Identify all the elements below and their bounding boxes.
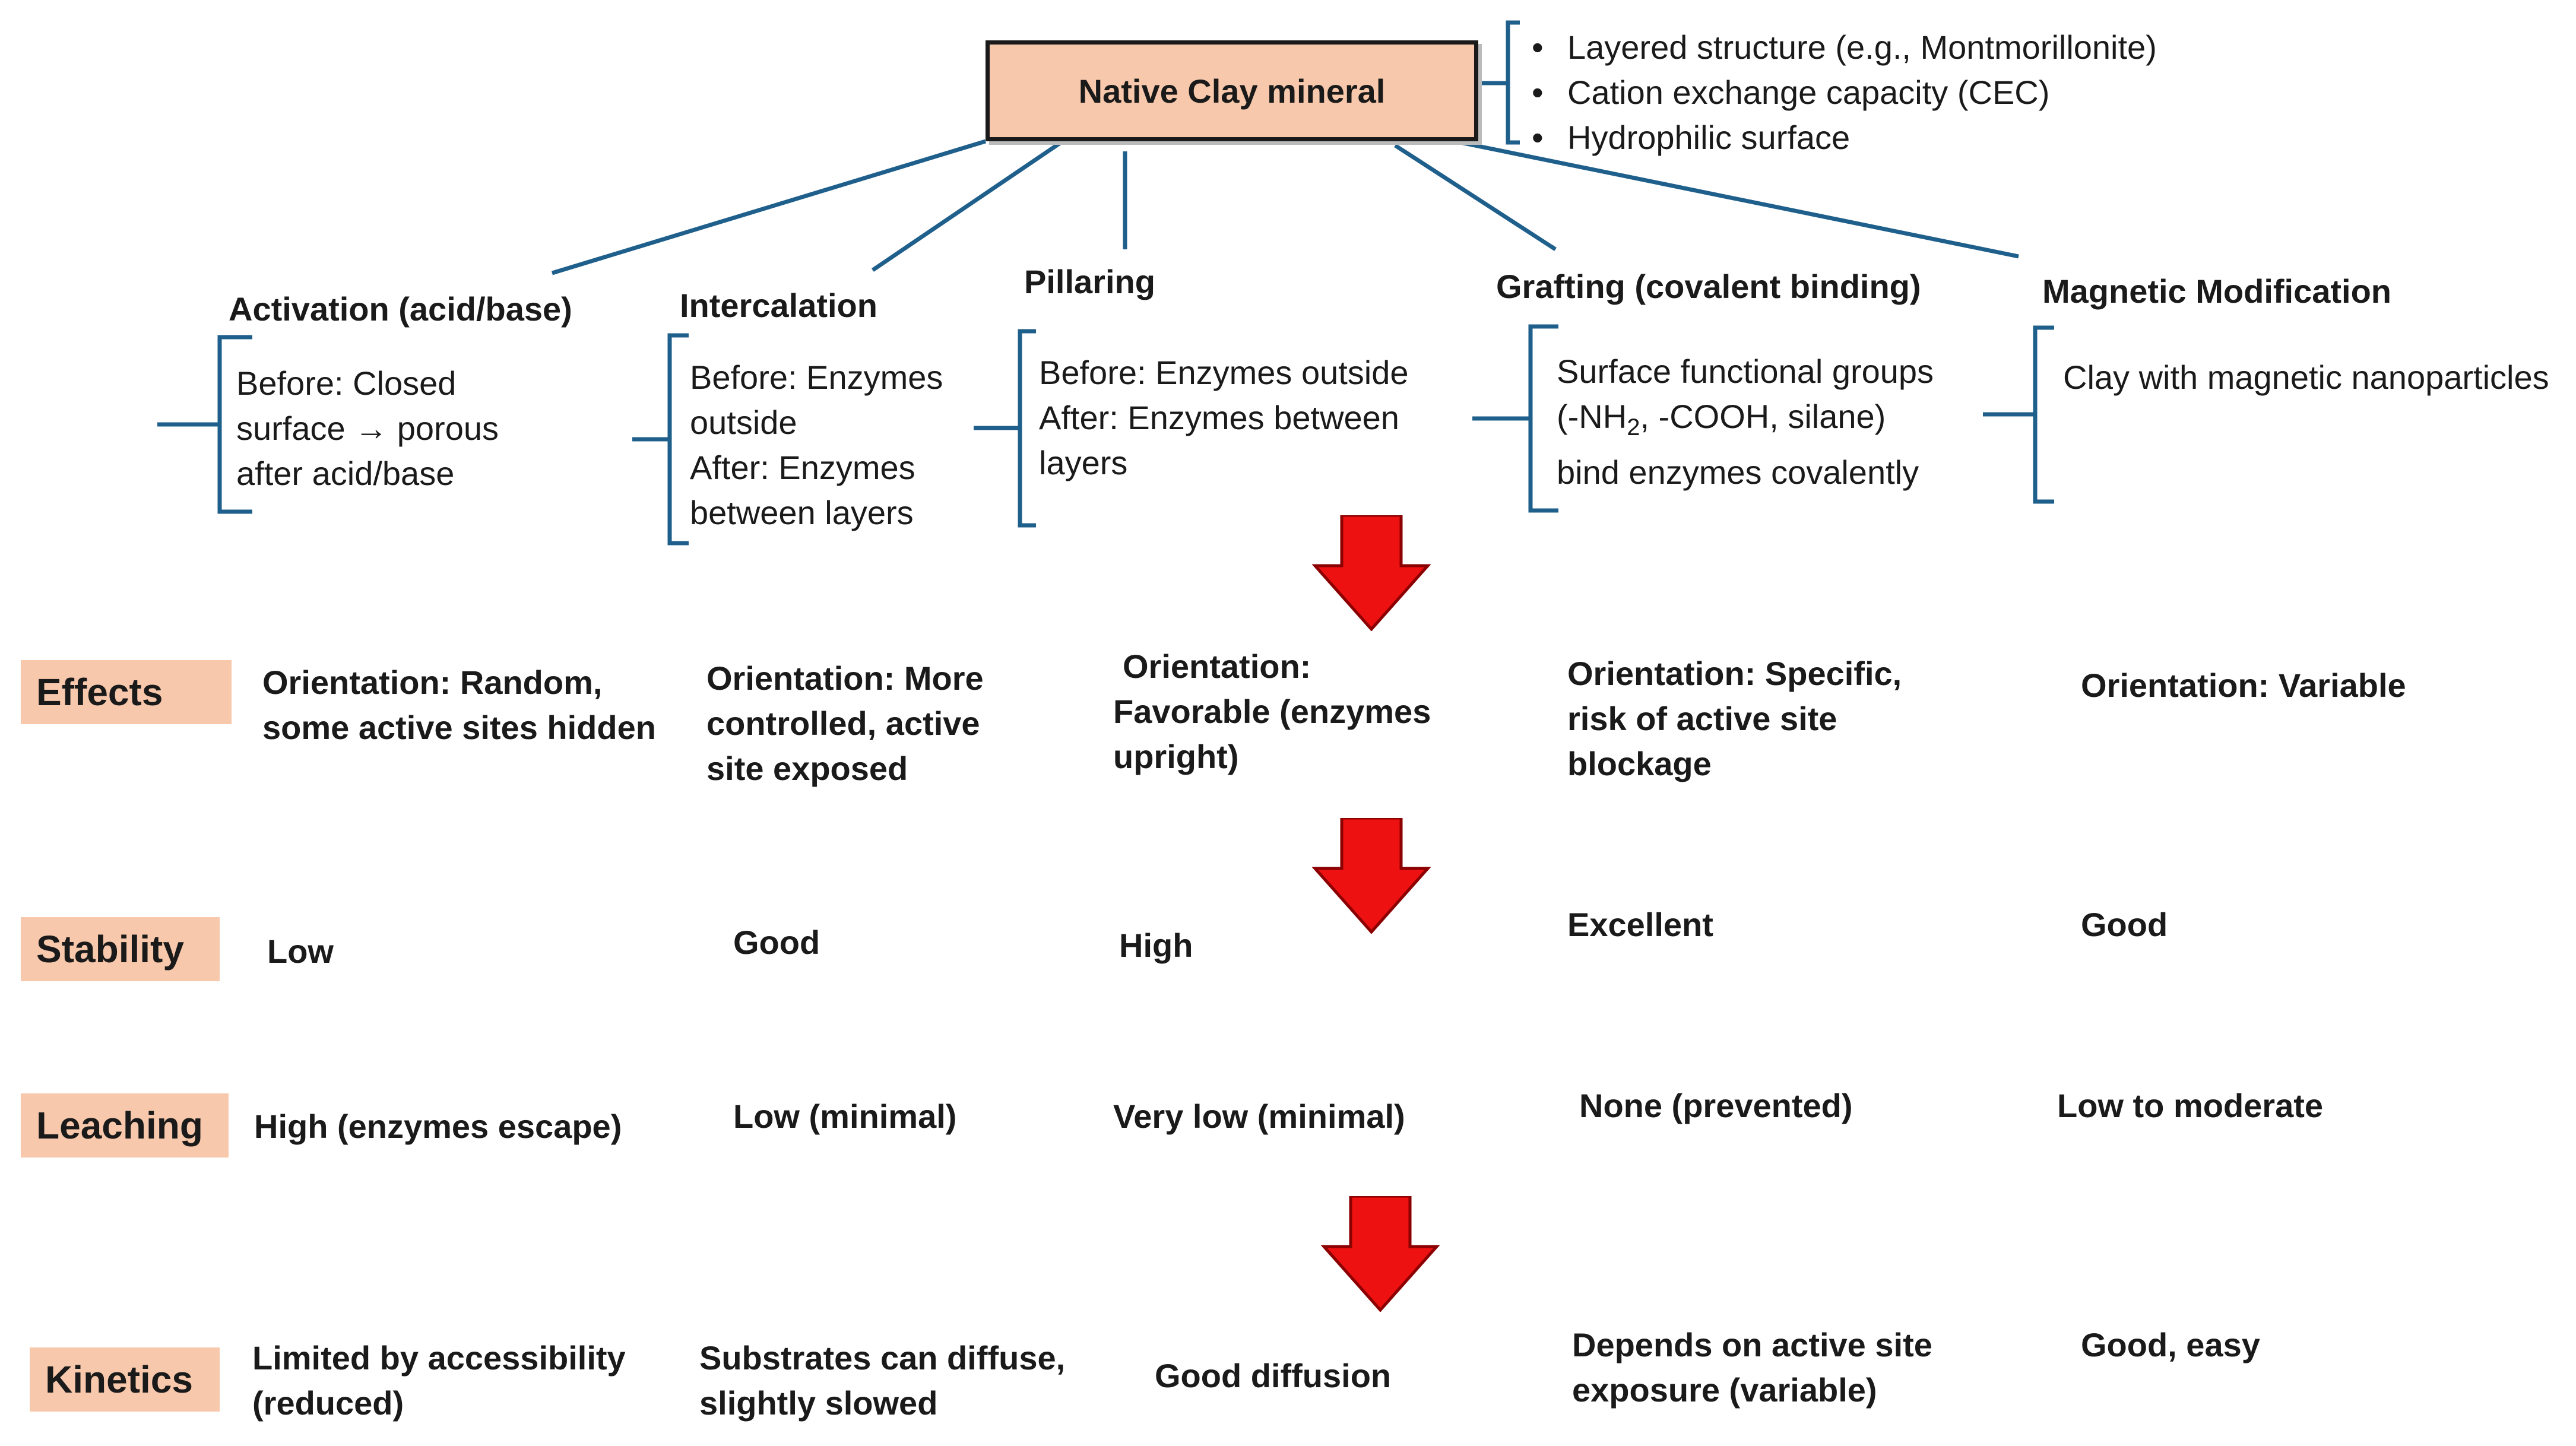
row-label-kinetics: Kinetics — [30, 1347, 220, 1412]
bracket-grafting — [1472, 324, 1558, 513]
property-item: Hydrophilic surface — [1532, 115, 2157, 160]
method-desc-activation: Before: Closed surface → porous after ac… — [236, 364, 499, 492]
stability-cell-intercalation: Good — [733, 924, 820, 961]
leaching-cell-intercalation: Low (minimal) — [733, 1098, 957, 1135]
property-item: Layered structure (e.g., Montmorillonite… — [1532, 25, 2157, 70]
kinetics-cell-grafting: Depends on active site exposure (variabl… — [1572, 1326, 1932, 1409]
stability-cell-activation: Low — [267, 933, 334, 970]
kinetics-cell-magnetic: Good, easy — [2081, 1326, 2260, 1363]
row-label-effects: Effects — [21, 660, 232, 724]
bracket-intercalation — [632, 333, 689, 546]
leaching-cell-grafting: None (prevented) — [1579, 1087, 1853, 1124]
bracket-pillaring — [974, 329, 1036, 528]
method-title-magnetic: Magnetic Modification — [2042, 272, 2391, 310]
arrow-to-intercalation — [872, 139, 1064, 272]
down-arrow-3 — [1321, 1196, 1440, 1312]
kinetics-cell-pillaring: Good diffusion — [1155, 1357, 1392, 1394]
row-label-leaching: Leaching — [21, 1093, 229, 1158]
method-desc-magnetic: Clay with magnetic nanoparticles — [2063, 359, 2549, 396]
method-desc-grafting: Surface functional groups (-NH2, -COOH, … — [1557, 353, 1934, 491]
method-title-pillaring: Pillaring — [1024, 263, 1155, 300]
leaching-cell-pillaring: Very low (minimal) — [1113, 1098, 1405, 1135]
method-desc-intercalation: Before: Enzymes outside After: Enzymes b… — [690, 359, 943, 531]
effects-cell-pillaring: Orientation: Favorable (enzymes upright) — [1113, 648, 1431, 775]
effects-cell-magnetic: Orientation: Variable — [2081, 667, 2406, 704]
bracket-activation — [157, 335, 252, 514]
method-title-grafting: Grafting (covalent binding) — [1496, 268, 1921, 305]
stability-cell-magnetic: Good — [2081, 906, 2168, 943]
down-arrow-1 — [1312, 515, 1431, 631]
arrow-to-magnetic — [1454, 139, 2019, 259]
effects-cell-intercalation: Orientation: More controlled, active sit… — [706, 659, 984, 787]
down-arrow-2 — [1312, 818, 1431, 934]
method-title-intercalation: Intercalation — [680, 287, 877, 324]
kinetics-cell-activation: Limited by accessibility (reduced) — [252, 1339, 626, 1422]
leaching-cell-magnetic: Low to moderate — [2057, 1087, 2324, 1124]
properties-bracket — [1481, 20, 1520, 145]
row-label-stability: Stability — [21, 917, 220, 981]
kinetics-cell-intercalation: Substrates can diffuse, slightly slowed — [699, 1339, 1066, 1422]
clay-properties-list: Layered structure (e.g., Montmorillonite… — [1526, 25, 2157, 160]
stability-cell-pillaring: High — [1119, 927, 1193, 964]
method-desc-pillaring: Before: Enzymes outside After: Enzymes b… — [1039, 354, 1409, 481]
effects-cell-grafting: Orientation: Specific, risk of active si… — [1567, 655, 1902, 782]
method-title-activation: Activation (acid/base) — [229, 290, 572, 328]
root-box-native-clay: Native Clay mineral — [986, 40, 1478, 141]
leaching-cell-activation: High (enzymes escape) — [254, 1108, 622, 1145]
arrow-to-grafting — [1394, 144, 1557, 251]
effects-cell-activation: Orientation: Random, some active sites h… — [262, 664, 656, 746]
root-title: Native Clay mineral — [1078, 72, 1386, 110]
stability-cell-grafting: Excellent — [1567, 906, 1713, 943]
bracket-magnetic — [1983, 325, 2054, 504]
arrow-to-activation — [551, 139, 987, 275]
property-item: Cation exchange capacity (CEC) — [1532, 70, 2157, 115]
